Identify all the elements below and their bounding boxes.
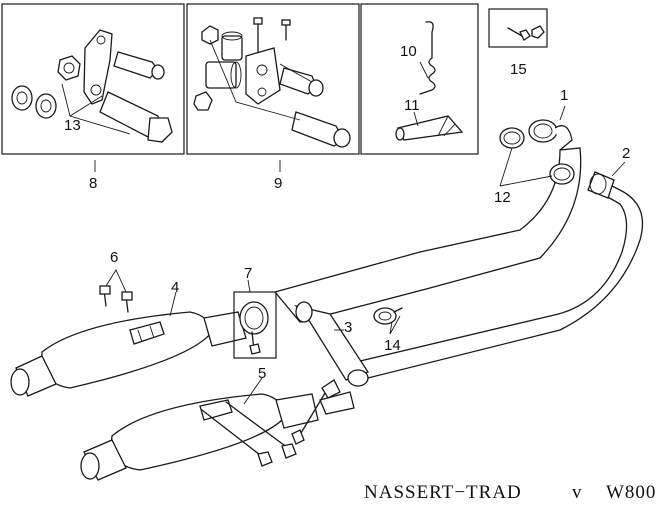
inset-box-9 xyxy=(186,3,360,155)
header-pipe-1 xyxy=(273,119,582,323)
connector-pipe-3 xyxy=(294,301,369,415)
callout-7: 7 xyxy=(244,265,252,282)
callout-14: 14 xyxy=(384,337,401,354)
callout-8: 8 xyxy=(89,175,97,192)
callout-9: 9 xyxy=(274,175,282,192)
muffler-5 xyxy=(80,393,319,481)
clamp-14 xyxy=(373,307,403,325)
callout-3: 3 xyxy=(344,319,352,336)
caption-title: NASSERT−TRAD xyxy=(364,482,522,503)
callout-2: 2 xyxy=(622,145,630,162)
caption-variant: v xyxy=(572,482,583,503)
caption-model: W800 xyxy=(606,482,656,503)
callout-labels: 1 2 3 4 5 6 7 8 9 10 11 12 13 14 15 xyxy=(64,43,630,382)
clamp-7 xyxy=(233,291,277,359)
footer-caption: NASSERT−TRAD v W800 xyxy=(364,482,656,503)
callout-5: 5 xyxy=(258,365,266,382)
muffler-4 xyxy=(10,311,247,397)
inset-box-15 xyxy=(488,8,548,48)
bolts-lower xyxy=(201,379,341,467)
callout-13: 13 xyxy=(64,117,81,134)
callout-4: 4 xyxy=(171,279,179,296)
header-pipe-2 xyxy=(355,171,644,381)
inset-box-8 xyxy=(1,3,185,155)
callout-leaders xyxy=(94,61,626,405)
bolts-6 xyxy=(99,269,133,313)
callout-6: 6 xyxy=(110,249,118,266)
rings-12 xyxy=(499,127,575,185)
callout-12: 12 xyxy=(494,189,511,206)
callout-10: 10 xyxy=(400,43,417,60)
callout-15: 15 xyxy=(510,61,527,78)
inset-box-10-11 xyxy=(360,3,479,155)
callout-11: 11 xyxy=(404,97,420,114)
callout-1: 1 xyxy=(560,87,568,104)
